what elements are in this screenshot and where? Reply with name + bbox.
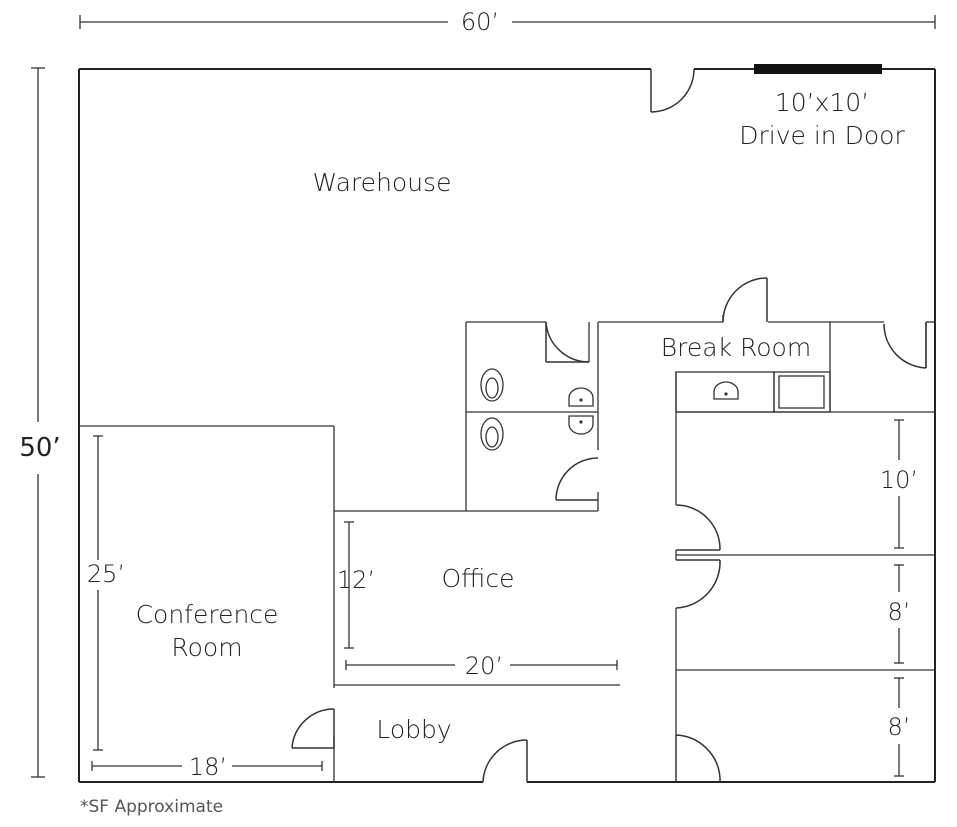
room-c-height-label: 8’: [888, 713, 911, 741]
total-width-dimension: 60’: [79, 8, 936, 36]
office-width-dimension: 20’: [345, 652, 618, 680]
office-height-label: 12’: [337, 566, 375, 594]
office-label: Office: [442, 564, 515, 593]
break-room-door-warehouse: [722, 277, 768, 323]
footnote: *SF Approximate: [80, 797, 223, 817]
right-office-door-1: [675, 504, 721, 551]
conference-room-label-line2: Room: [171, 633, 242, 662]
room-a-height-dimension: 10’: [880, 419, 918, 549]
sink-icon: [568, 387, 594, 407]
warehouse-label: Warehouse: [313, 168, 452, 197]
lobby-label: Lobby: [376, 715, 451, 744]
office-width-label: 20’: [465, 652, 503, 680]
conference-room-label-line1: Conference: [136, 600, 279, 629]
total-height-label: 50’: [19, 433, 60, 463]
room-b-height-dimension: 8’: [888, 564, 911, 664]
conference-door: [291, 708, 335, 749]
restroom-door-top: [545, 321, 590, 363]
break-room-sink: [713, 381, 739, 400]
break-room-label: Break Room: [661, 333, 811, 362]
break-room-counters: [675, 371, 831, 413]
sink-icon: [568, 415, 594, 435]
total-width-label: 60’: [461, 8, 499, 36]
drive-in-door: [754, 64, 882, 74]
lobby-entry-door: [482, 739, 528, 783]
toilet-icon: [480, 417, 504, 451]
drive-in-size-label: 10’x10’: [775, 88, 869, 117]
right-office-door-3: [675, 734, 721, 782]
room-b-height-label: 8’: [888, 598, 911, 626]
room-c-height-dimension: 8’: [888, 677, 911, 777]
conference-height-dimension: 25’: [87, 435, 125, 751]
break-room-door-right: [883, 322, 927, 369]
room-a-height-label: 10’: [880, 466, 918, 494]
office-height-dimension: 12’: [337, 521, 375, 649]
interior-walls: [79, 321, 935, 782]
drive-in-door-label: Drive in Door: [739, 121, 905, 150]
conference-width-label: 18’: [189, 753, 227, 781]
exterior-walls: [78, 68, 936, 783]
conference-height-label: 25’: [87, 560, 125, 588]
restroom-door-bottom: [555, 457, 599, 501]
conference-width-dimension: 18’: [91, 753, 323, 781]
right-office-door-2: [675, 559, 721, 609]
toilet-icon: [480, 368, 504, 402]
total-height-dimension: 50’: [19, 67, 61, 778]
warehouse-man-door: [650, 68, 695, 113]
